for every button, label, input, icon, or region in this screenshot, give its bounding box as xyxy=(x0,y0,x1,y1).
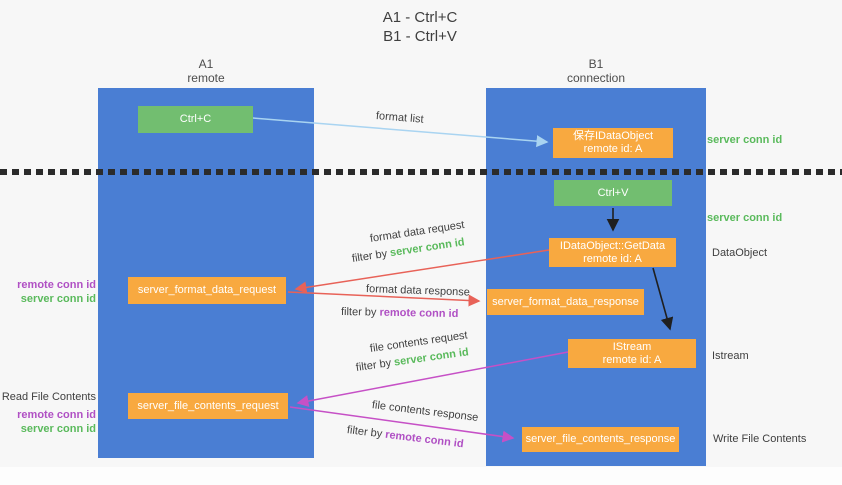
idataobject-getdata-box: IDataObject::GetData remote id: A xyxy=(549,238,676,267)
ctrl-v-box: Ctrl+V xyxy=(554,180,672,206)
format-list-label: format list xyxy=(375,110,425,126)
lifeline-b-header: B1 connection xyxy=(486,57,706,85)
server-format-data-response-label: server_format_data_response xyxy=(492,295,639,308)
format-data-request-filter-label: filter by server conn id xyxy=(351,236,465,265)
server-format-data-response-box: server_format_data_response xyxy=(487,289,644,315)
server-file-contents-response-box: server_file_contents_response xyxy=(522,427,679,452)
filter-by-text: filter by xyxy=(346,424,386,441)
istream-line2: remote id: A xyxy=(602,353,662,366)
title-line-2: B1 - Ctrl+V xyxy=(383,28,457,45)
server-file-contents-response-label: server_file_contents_response xyxy=(525,433,676,445)
save-idataobject-box: 保存IDataObject remote id: A xyxy=(553,128,673,158)
ctrl-c-label: Ctrl+C xyxy=(179,113,212,125)
server-format-data-request-label: server_format_data_request xyxy=(137,284,277,296)
ctrl-c-box: Ctrl+C xyxy=(138,106,253,133)
lifeline-a-title: A1 xyxy=(198,57,214,71)
istream-line1: IStream xyxy=(612,340,652,353)
session-divider-dotted-line xyxy=(0,169,842,175)
right-dataobject-label: DataObject xyxy=(712,247,768,259)
save-idataobject-line2: remote id: A xyxy=(583,143,643,155)
lifeline-b-title: B1 xyxy=(588,57,604,71)
title-line-1: A1 - Ctrl+C xyxy=(382,9,458,26)
lifeline-a-header: A1 remote xyxy=(98,57,314,85)
left-conn-id-pair-2: remote conn id server conn id xyxy=(0,408,96,436)
ctrl-v-label: Ctrl+V xyxy=(597,186,629,199)
left-conn-id-pair-1: remote conn id server conn id xyxy=(0,278,96,306)
remote-conn-id-key: remote conn id xyxy=(384,428,465,451)
right-server-conn-id-1: server conn id xyxy=(707,134,783,146)
file-contents-response-filter-label: filter by remote conn id xyxy=(346,424,464,450)
format-data-response-filter-label: filter by remote conn id xyxy=(341,306,459,320)
right-istream-label: Istream xyxy=(712,350,749,362)
idataobject-getdata-line2: remote id: A xyxy=(583,252,642,265)
filter-by-text: filter by xyxy=(351,247,391,265)
istream-box: IStream remote id: A xyxy=(568,339,696,368)
left-remote-conn-id-2: remote conn id xyxy=(17,409,96,421)
idataobject-getdata-line1: IDataObject::GetData xyxy=(559,239,666,252)
left-server-conn-id-2: server conn id xyxy=(20,423,96,435)
lifeline-a-subtitle: remote xyxy=(187,71,225,85)
right-server-conn-id-2: server conn id xyxy=(707,212,783,224)
diagram-title: A1 - Ctrl+C B1 - Ctrl+V xyxy=(320,8,520,46)
left-remote-conn-id-1: remote conn id xyxy=(17,279,96,291)
bottom-strip xyxy=(0,467,842,485)
save-idataobject-line1: 保存IDataObject xyxy=(572,130,654,142)
server-file-contents-request-box: server_file_contents_request xyxy=(128,393,288,419)
filter-by-text: filter by xyxy=(355,356,395,374)
left-server-conn-id-1: server conn id xyxy=(20,293,96,305)
left-read-file-contents-label: Read File Contents xyxy=(1,391,96,403)
server-file-contents-request-label: server_file_contents_request xyxy=(137,399,279,412)
file-contents-response-label: file contents response xyxy=(371,399,479,424)
lifeline-b-subtitle: connection xyxy=(566,71,626,85)
server-format-data-request-box: server_format_data_request xyxy=(128,277,286,304)
format-data-response-label: format data response xyxy=(365,283,471,299)
right-write-file-contents-label: Write File Contents xyxy=(713,433,807,445)
filter-by-text: filter by xyxy=(340,306,380,319)
remote-conn-id-key: remote conn id xyxy=(379,306,459,321)
